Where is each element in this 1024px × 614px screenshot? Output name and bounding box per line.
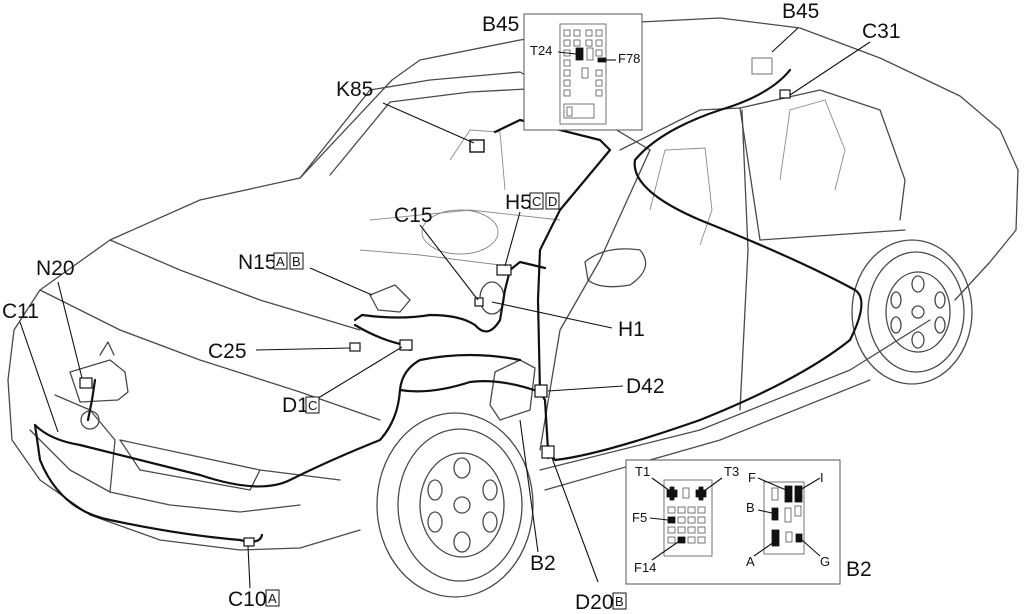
label-b45-top: B45 xyxy=(482,13,519,36)
label-n20: N20 xyxy=(36,257,75,280)
label-d20: D20 B xyxy=(575,591,627,614)
label-c11: C11 xyxy=(2,300,39,323)
inset-b2-f5: F5 xyxy=(632,510,647,525)
svg-text:D1: D1 xyxy=(282,394,309,417)
label-b2: B2 xyxy=(530,552,556,575)
label-h1: H1 xyxy=(618,318,645,341)
inset-b2-g: G xyxy=(820,554,830,569)
inset-b45-t24: T24 xyxy=(530,43,552,58)
leader-lines xyxy=(19,27,871,589)
rear-wheel xyxy=(851,239,973,385)
inset-b2-b: B xyxy=(746,500,755,515)
connectors xyxy=(79,57,791,547)
label-b45-right: B45 xyxy=(782,0,819,23)
label-c10: C10 A xyxy=(228,588,280,611)
tag-n15-b: B xyxy=(292,254,301,269)
label-c15: C15 xyxy=(394,204,433,227)
tag-h5-c: C xyxy=(532,194,541,209)
svg-text:C10: C10 xyxy=(228,588,267,611)
label-k85: K85 xyxy=(336,78,373,101)
fuse-box-b2 xyxy=(489,359,536,421)
inset-b2-a: A xyxy=(746,554,755,569)
label-d1: D1 C xyxy=(282,394,320,417)
car-illustration xyxy=(7,17,1019,598)
tag-c10-a: A xyxy=(268,591,277,606)
inset-b45-f78: F78 xyxy=(618,51,640,66)
inset-b2: T1 T3 F5 F14 F I B A G B2 xyxy=(625,459,872,585)
svg-text:H5: H5 xyxy=(505,191,532,214)
inset-b45: T24 F78 xyxy=(523,13,643,131)
svg-text:N15: N15 xyxy=(238,251,277,274)
inset-b2-t3: T3 xyxy=(724,464,739,479)
tag-n15-a: A xyxy=(276,254,285,269)
label-d42: D42 xyxy=(626,375,665,398)
svg-text:D20: D20 xyxy=(575,591,614,614)
label-c25: C25 xyxy=(208,340,247,363)
front-wheel xyxy=(376,412,534,598)
inset-b2-f: F xyxy=(748,470,756,485)
label-h5: H5 C D xyxy=(505,191,560,214)
label-c31: C31 xyxy=(862,20,901,43)
inset-b2-i: I xyxy=(820,470,824,485)
tag-d1-c: C xyxy=(308,398,317,413)
label-n15: N15 A B xyxy=(238,251,304,274)
tag-d20-b: B xyxy=(615,594,624,609)
inset-b2-t1: T1 xyxy=(635,464,650,479)
tag-h5-d: D xyxy=(548,194,557,209)
inset-b2-title: B2 xyxy=(846,558,872,581)
inset-b2-f14: F14 xyxy=(634,560,656,575)
